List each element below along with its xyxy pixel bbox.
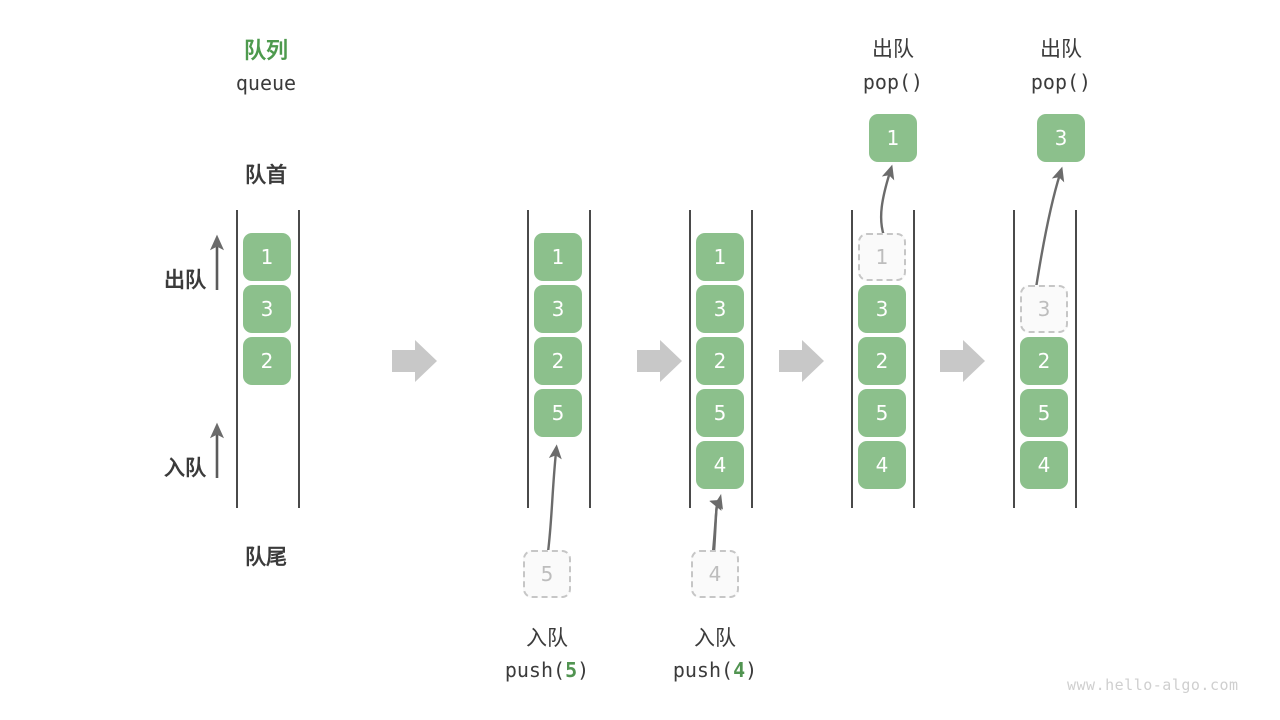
push-5-code-prefix: push( — [504, 658, 566, 682]
queue-cell: 2 — [1020, 337, 1068, 385]
queue-cell: 3 — [696, 285, 744, 333]
panel-push4-rail-right — [751, 210, 753, 508]
step-arrow-3 — [779, 340, 824, 382]
incoming-element: 4 — [691, 550, 739, 598]
push-5-code-suffix: ) — [577, 658, 590, 682]
step-arrow-4 — [940, 340, 985, 382]
pop-3-arrow — [1034, 166, 1065, 289]
panel-push5-rail-left — [527, 210, 529, 508]
pop-1-arrow — [879, 164, 895, 237]
queue-title-cjk: 队列 — [243, 39, 288, 64]
queue-cell: 2 — [534, 337, 582, 385]
panel-push4-rail-left — [689, 210, 691, 508]
queue-cell: 1 — [534, 233, 582, 281]
queue-cell: 4 — [696, 441, 744, 489]
queue-cell: 2 — [858, 337, 906, 385]
push-4-caption-code: push(4) — [655, 658, 775, 682]
enqueue-legend-label: 入队 — [164, 456, 206, 480]
pop-1-header-code: pop() — [862, 70, 924, 94]
step-arrow-1 — [392, 340, 437, 382]
queue-cell: 1 — [243, 233, 291, 281]
dequeue-legend-label: 出队 — [164, 268, 206, 292]
panel-pop1-rail-right — [913, 210, 915, 508]
push-5-arrow — [546, 444, 562, 553]
panel-pop1-rail-left — [851, 210, 853, 508]
panel-pop3-rail-right — [1075, 210, 1077, 508]
queue-cell: 2 — [243, 337, 291, 385]
push-4-code-suffix: ) — [745, 658, 758, 682]
pop-1-header-cjk: 出队 — [872, 37, 914, 61]
queue-cell: 5 — [1020, 389, 1068, 437]
queue-cell: 3 — [534, 285, 582, 333]
push-5-code-value: 5 — [565, 658, 578, 682]
panel-push5-rail-right — [589, 210, 591, 508]
queue-cell: 3 — [858, 285, 906, 333]
panel-pop3-rail-left — [1013, 210, 1015, 508]
popped-element: 1 — [869, 114, 917, 162]
queue-cell: 3 — [1020, 285, 1068, 333]
queue-cell: 1 — [696, 233, 744, 281]
step-arrow-2 — [637, 340, 682, 382]
pop-3-header-cjk: 出队 — [1040, 37, 1082, 61]
queue-cell: 4 — [1020, 441, 1068, 489]
panel-initial-rail-left — [236, 210, 238, 508]
push-5-caption-code: push(5) — [487, 658, 607, 682]
push-5-caption-cjk: 入队 — [526, 626, 568, 650]
site-watermark: www.hello-algo.com — [1067, 676, 1239, 694]
popped-element: 3 — [1037, 114, 1085, 162]
push-4-code-value: 4 — [733, 658, 746, 682]
queue-cell: 5 — [696, 389, 744, 437]
queue-cell: 5 — [858, 389, 906, 437]
incoming-element: 5 — [523, 550, 571, 598]
queue-head-label: 队首 — [245, 163, 287, 187]
queue-title-code: queue — [235, 71, 297, 95]
panel-initial-rail-right — [298, 210, 300, 508]
pop-3-header-code: pop() — [1030, 70, 1092, 94]
queue-tail-label: 队尾 — [245, 545, 287, 569]
queue-cell: 1 — [858, 233, 906, 281]
queue-cell: 4 — [858, 441, 906, 489]
queue-cell: 3 — [243, 285, 291, 333]
push-4-caption-cjk: 入队 — [694, 626, 736, 650]
queue-cell: 2 — [696, 337, 744, 385]
queue-cell: 5 — [534, 389, 582, 437]
push-4-arrow — [709, 493, 723, 553]
push-4-code-prefix: push( — [672, 658, 734, 682]
